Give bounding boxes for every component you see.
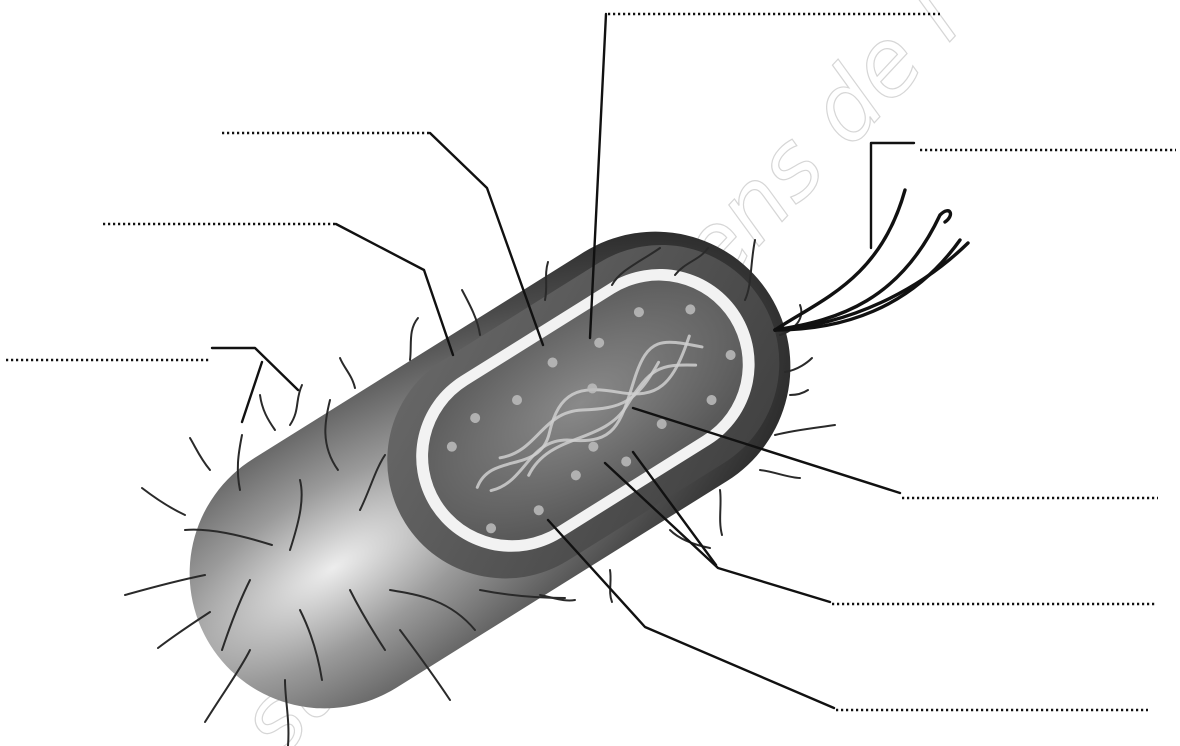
- leader-line-left-fork: [242, 362, 262, 422]
- leader-line-middle-left: [336, 224, 453, 355]
- leader-line-flagella: [871, 143, 914, 248]
